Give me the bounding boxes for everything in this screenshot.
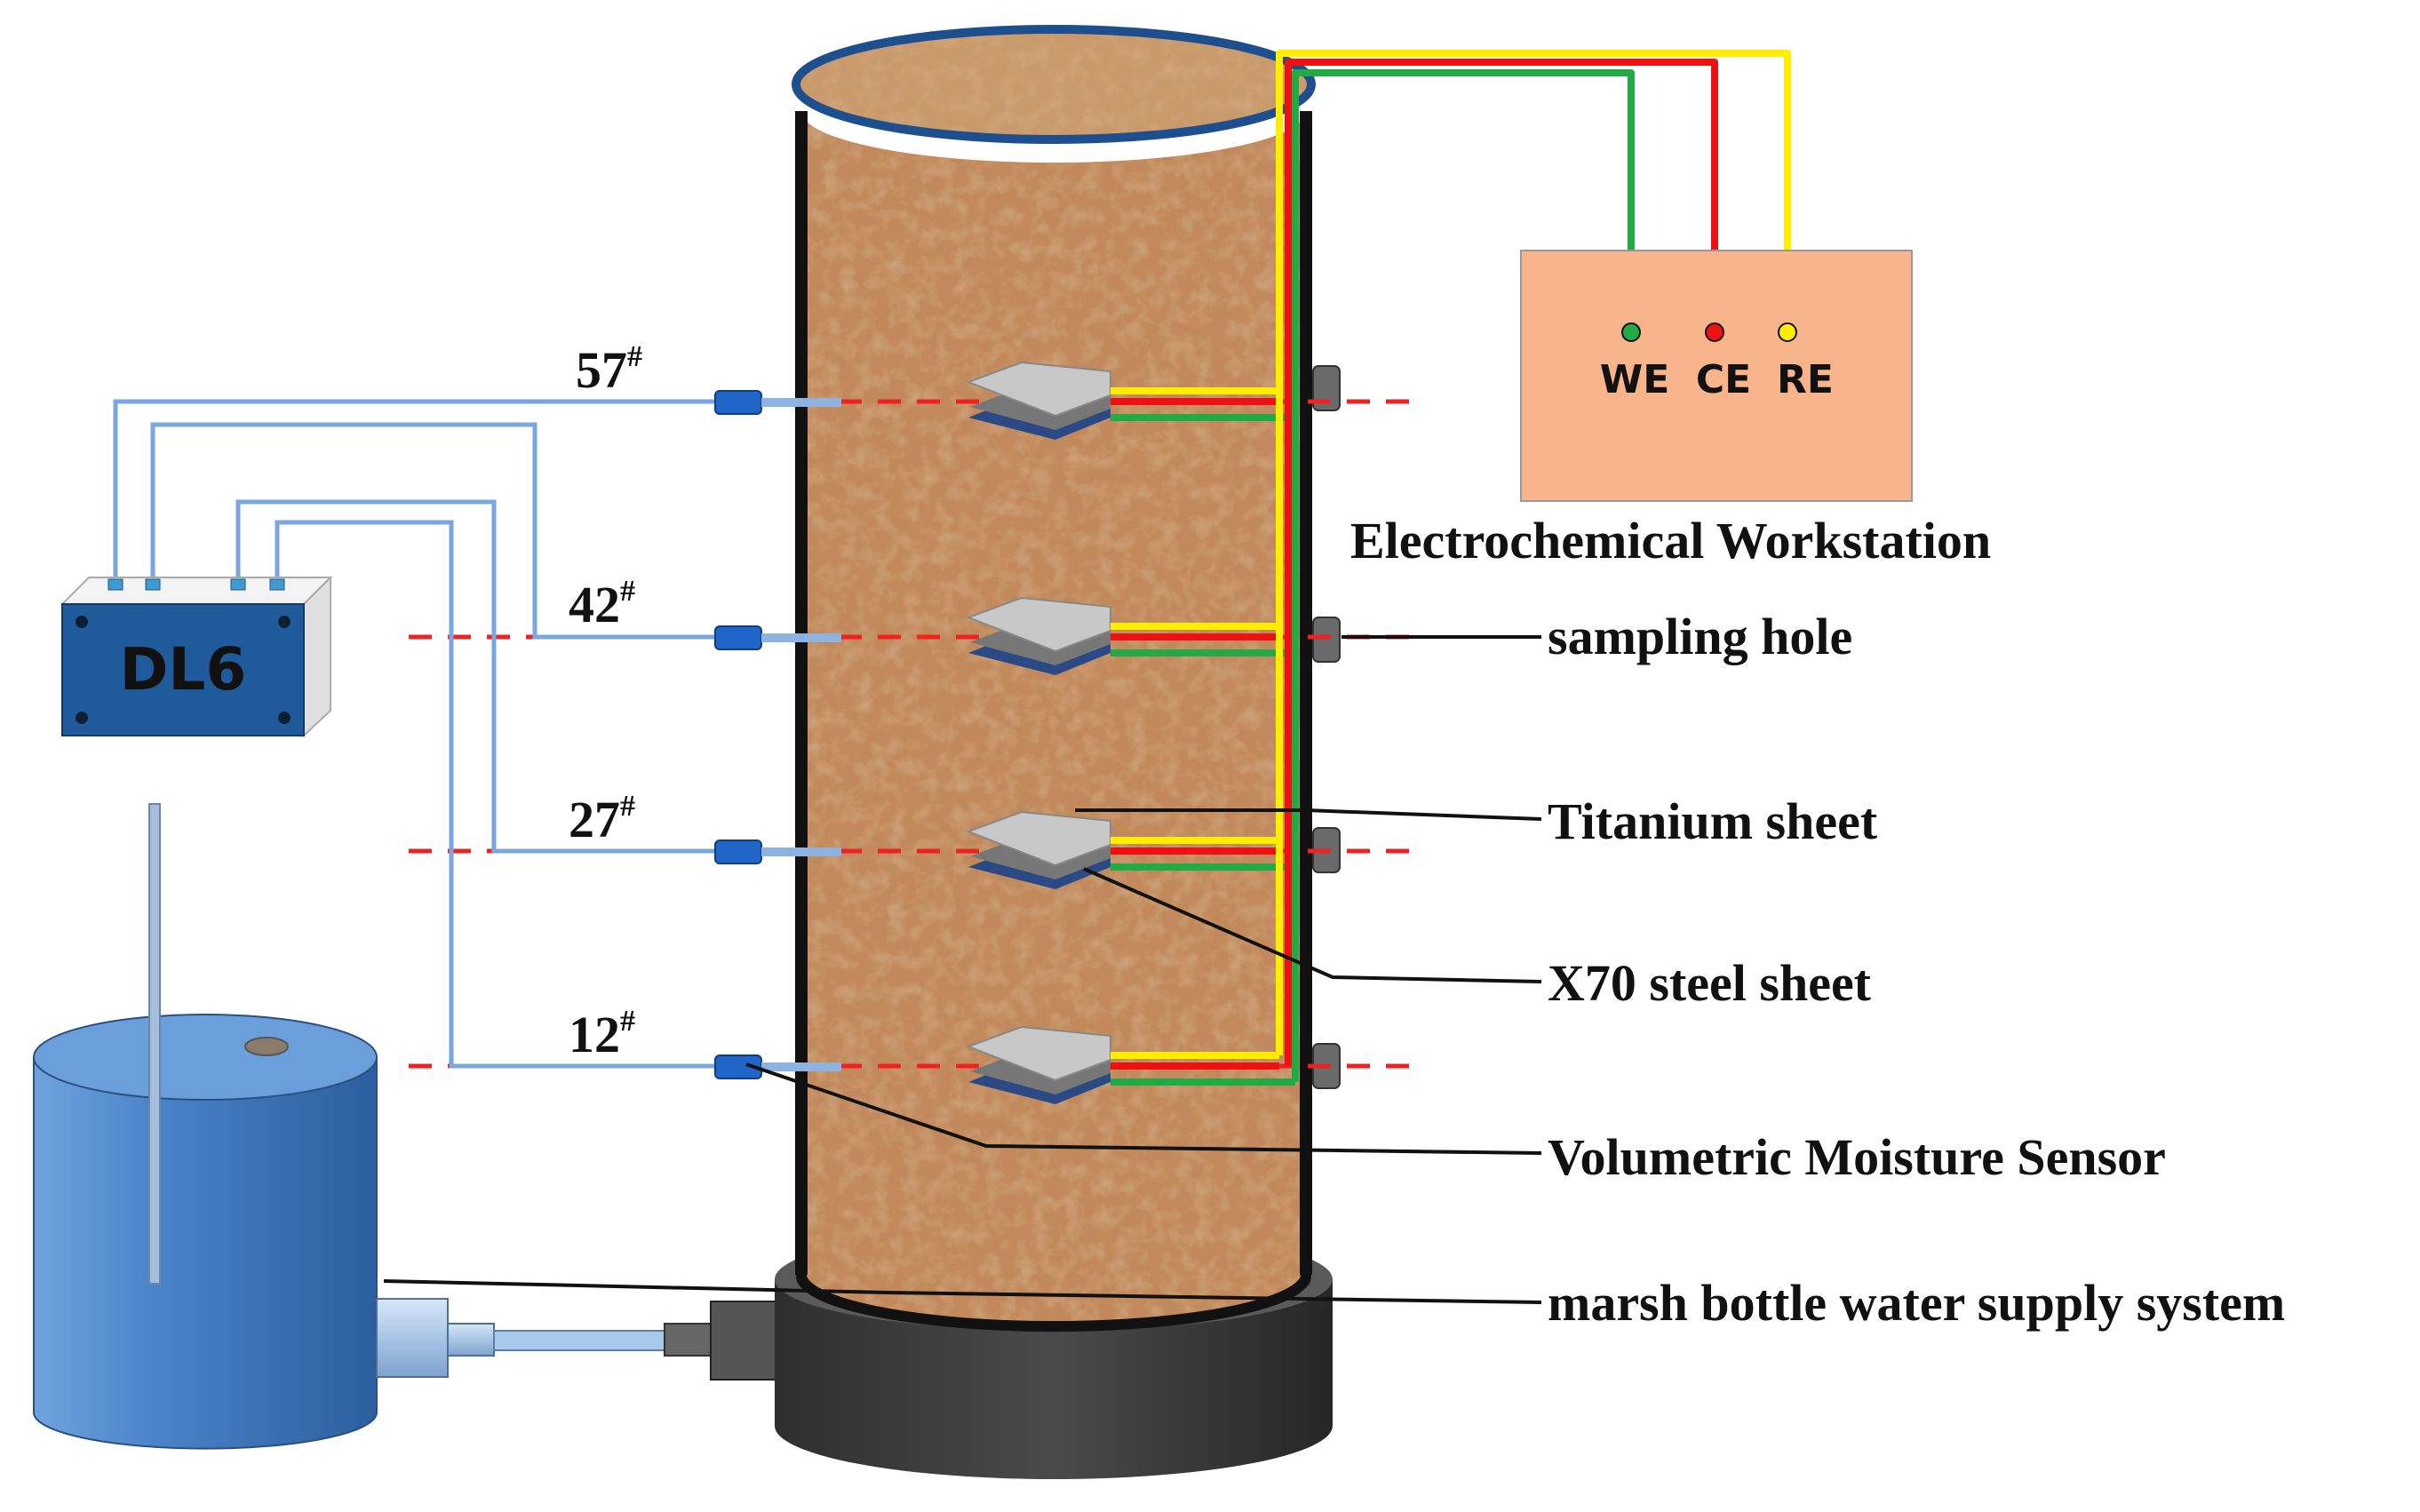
terminal-we-label: WE	[1600, 357, 1670, 402]
marsh-bottle-tank	[33, 803, 378, 1450]
moisture-sensor-probes	[714, 390, 841, 1079]
water-supply-label: marsh bottle water supply system	[1548, 1274, 2285, 1332]
depth-label-42: 42#	[569, 575, 635, 633]
logger-cables	[113, 399, 715, 1069]
electrochemical-workstation: WE CE RE	[1520, 250, 1913, 502]
soil-column	[792, 25, 1316, 1332]
dl6-logger: DL6	[60, 575, 333, 738]
electrode-pair-42	[966, 596, 1111, 675]
sampling-hole-label: sampling hole	[1548, 608, 1852, 665]
electrode-sheets	[966, 361, 1111, 1104]
terminal-re-label: RE	[1777, 357, 1834, 402]
callout-labels: sampling hole Titanium sheet X70 steel s…	[1548, 608, 2285, 1332]
depth-labels: 57# 42# 27# 12#	[569, 340, 642, 1063]
moisture-sensor-label: Volumetric Moisture Sensor	[1548, 1128, 2166, 1186]
titanium-sheet-label: Titanium sheet	[1548, 792, 1878, 850]
electrode-pair-27	[966, 810, 1111, 889]
dl6-label: DL6	[120, 635, 247, 704]
sampling-hole-studs	[1312, 365, 1341, 1089]
terminal-ce-label: CE	[1696, 357, 1751, 402]
workstation-wires	[1110, 50, 1791, 1086]
depth-label-27: 27#	[569, 790, 635, 848]
electrode-pair-57	[966, 361, 1111, 440]
x70-steel-sheet-label: X70 steel sheet	[1548, 954, 1872, 1012]
leader-lines	[383, 635, 1542, 1304]
workstation-title: Electrochemical Workstation	[1350, 512, 1991, 569]
water-supply-pipe	[376, 1298, 781, 1381]
depth-label-57: 57#	[576, 340, 642, 399]
electrode-pair-12	[966, 1025, 1111, 1104]
depth-label-12: 12#	[569, 1005, 635, 1063]
